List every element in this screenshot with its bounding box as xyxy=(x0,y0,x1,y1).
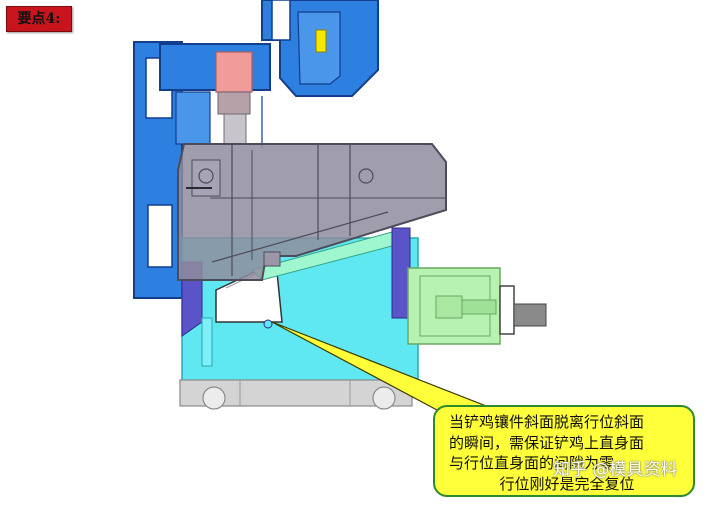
point-tag: 要点4: xyxy=(6,6,72,32)
gray-base-plate xyxy=(179,379,413,410)
pink-insert xyxy=(215,51,253,145)
blue-mold-frame xyxy=(133,0,379,299)
callout-line-1: 当铲鸡镶件斜面脱离行位斜面 xyxy=(449,413,645,431)
watermark: 知乎 @模具资料 xyxy=(553,460,678,480)
callout-line-4: 行位刚好是完全复位 xyxy=(499,474,635,493)
gray-wedge xyxy=(177,143,447,281)
callout-box: 当铲鸡镶件斜面脱离行位斜面 的瞬间，需保证铲鸡上直身面 与行位直身面的间隙为零，… xyxy=(433,405,695,497)
callout-line-3: 与行位直身面的间隙为零， xyxy=(449,454,630,472)
green-cylinder xyxy=(407,267,547,345)
callout-line-2: 的瞬间，需保证铲鸡上直身面 xyxy=(449,433,645,452)
